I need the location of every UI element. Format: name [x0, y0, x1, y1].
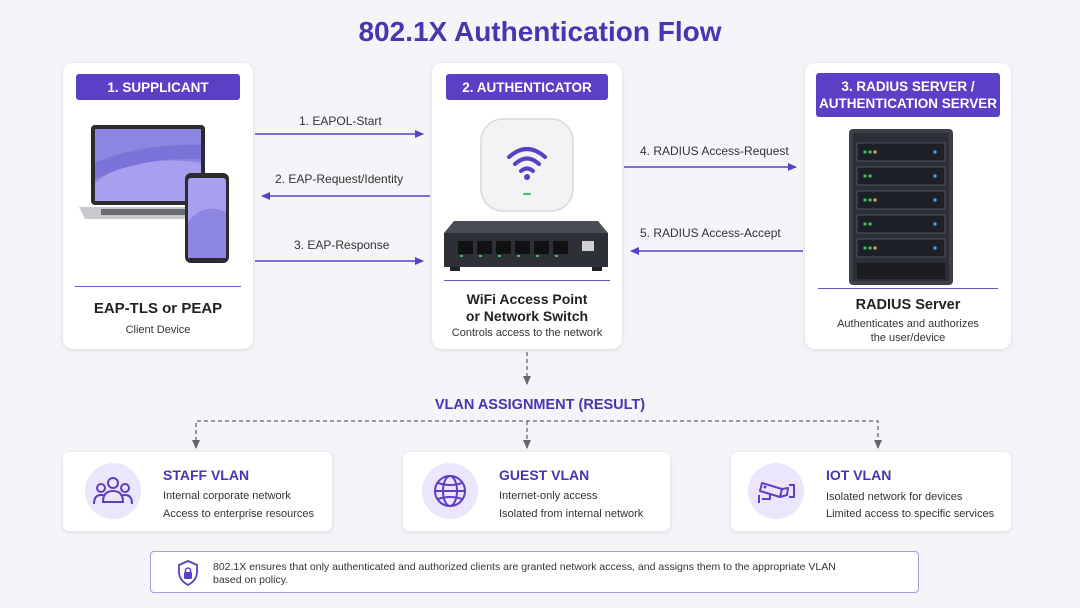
radius-desc-line2: the user/device: [870, 332, 946, 344]
flow-label-3: 3. EAP-Response: [294, 238, 390, 252]
policy-note-text: 802.1X ensures that only authenticated a…: [213, 561, 836, 586]
server-rack-icon: [849, 129, 953, 285]
authenticator-card: 2. AUTHENTICATOR WiFi Access Point or Ne…: [432, 63, 622, 349]
page-title: 802.1X Authentication Flow: [358, 16, 722, 47]
authenticator-name-line1: WiFi Access Point: [466, 291, 588, 307]
supplicant-desc: Client Device: [125, 324, 191, 336]
globe-icon: [422, 463, 478, 519]
radius-header: 3. RADIUS SERVER / AUTHENTICATION SERVER: [816, 73, 1000, 117]
vlan-line2-staff: Access to enterprise resources: [163, 508, 315, 520]
network-switch-icon: [444, 221, 608, 271]
flow-label-1: 1. EAPOL-Start: [299, 114, 382, 128]
radius-desc-line1: Authenticates and authorizes: [837, 318, 979, 330]
security-camera-icon: [748, 463, 804, 519]
smartphone-icon: [185, 173, 229, 263]
users-icon: [85, 463, 141, 519]
vlan-line2-guest: Isolated from internal network: [499, 508, 644, 520]
flow-label-5: 5. RADIUS Access-Accept: [640, 226, 781, 240]
radius-card: 3. RADIUS SERVER / AUTHENTICATION SERVER…: [805, 63, 1011, 349]
radius-header-line2: AUTHENTICATION SERVER: [818, 96, 997, 111]
supplicant-card: 1. SUPPLICANT EAP-TLS or PEAP Client Dev…: [63, 63, 253, 349]
authenticator-desc: Controls access to the network: [451, 327, 603, 339]
supplicant-divider: [75, 286, 241, 287]
vlan-line1-guest: Internet-only access: [499, 490, 598, 502]
authenticator-name-line2: or Network Switch: [465, 308, 589, 324]
vlan-card-iot: IOT VLAN Isolated network for devices Li…: [731, 452, 1011, 531]
vlan-card-staff: STAFF VLAN Internal corporate network Ac…: [63, 452, 332, 531]
vlan-connector-branches: [195, 420, 879, 448]
wifi-access-point-icon: [480, 118, 574, 212]
flow-label-2: 2. EAP-Request/Identity: [275, 172, 404, 186]
vlan-title-iot: IOT VLAN: [826, 467, 892, 483]
radius-name: RADIUS Server: [855, 297, 961, 313]
policy-note: 802.1X ensures that only authenticated a…: [150, 551, 919, 593]
vlan-line2-iot: Limited access to specific services: [826, 508, 995, 520]
vlan-card-guest: GUEST VLAN Internet-only access Isolated…: [403, 452, 670, 531]
radius-divider: [818, 288, 998, 289]
flow-label-4: 4. RADIUS Access-Request: [640, 144, 789, 158]
authenticator-header: 2. AUTHENTICATOR: [446, 74, 608, 100]
shield-lock-icon: [178, 560, 198, 586]
supplicant-header: 1. SUPPLICANT: [76, 74, 240, 100]
authenticator-divider: [444, 280, 610, 281]
vlan-title-guest: GUEST VLAN: [499, 467, 590, 483]
vlan-heading: VLAN ASSIGNMENT (RESULT): [434, 397, 646, 413]
supplicant-name: EAP-TLS or PEAP: [93, 300, 223, 317]
radius-header-line1: 3. RADIUS SERVER /: [841, 79, 975, 94]
vlan-line1-staff: Internal corporate network: [163, 490, 291, 502]
laptop-icon: [79, 125, 211, 219]
vlan-title-staff: STAFF VLAN: [163, 467, 250, 483]
vlan-line1-iot: Isolated network for devices: [826, 491, 963, 503]
